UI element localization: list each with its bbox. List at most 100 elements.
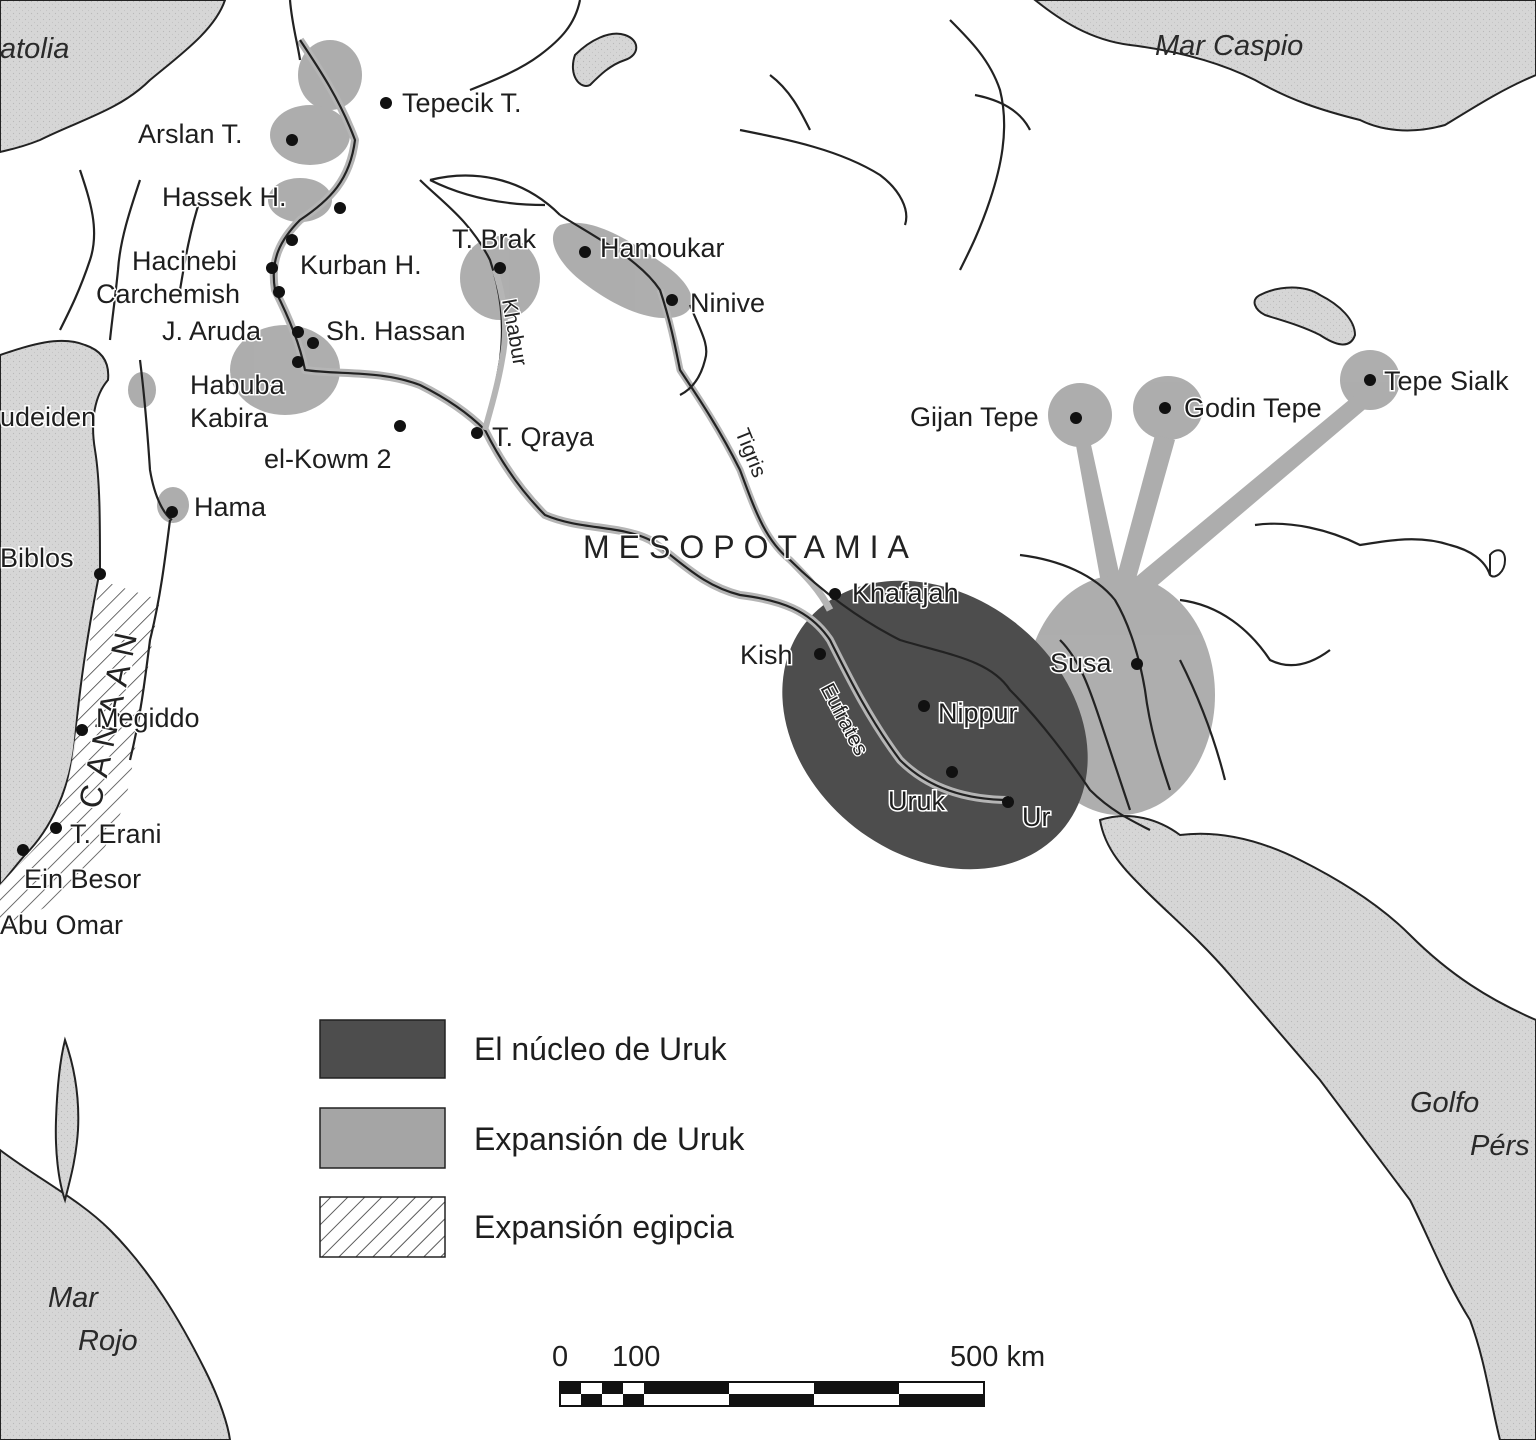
legend-swatch-core [319,1019,446,1079]
black-sea [0,0,227,154]
scale-segment [560,1382,581,1394]
north-river-1 [288,0,302,61]
expansion-rays [1075,395,1370,605]
site-label: udeiden [0,402,96,432]
site-dot [17,844,29,856]
euphrates-river [272,39,1011,802]
red-sea-label-1: Mar [48,1282,99,1314]
tigris-river [559,214,1151,831]
legend-swatch-expansion [319,1107,446,1169]
site-label: Ur [1022,802,1051,832]
scale-tick-label: 500 km [950,1341,1045,1373]
scale-segment [644,1382,729,1394]
gulf-label-1: Golfo [1410,1087,1479,1119]
lake-urmia [1253,286,1357,346]
caspian-label: Mar Caspio [1155,30,1303,62]
karkheh-river [1059,639,1132,811]
red-sea-label-2: Rojo [78,1325,138,1357]
site-dot [76,724,88,736]
iran-river-5 [1179,659,1227,781]
scale-segment [581,1394,602,1406]
iran-river-1 [949,19,1006,271]
legend-label: El núcleo de Uruk [474,1031,728,1067]
orontes-river [138,359,173,521]
gulf-label-2: Pérs [1470,1130,1530,1162]
site-dot [380,97,392,109]
sites: Tepecik T. Arslan T. Hassek H. Hacinebi … [0,87,1511,942]
site-label: Godin Tepe [1184,393,1322,423]
site-label: Hacinebi [132,246,237,276]
site-label: Ein Besor [24,864,141,894]
site-dot [266,262,278,274]
lake-van [571,32,638,87]
site-dot [579,246,591,258]
site-label: Uruk [888,786,946,816]
iran-river-3 [1254,522,1492,576]
site-label: Kabira [190,403,269,433]
site-dot [394,420,406,432]
expansion-small-1 [128,372,156,408]
site-label: Tepe Sialk [1384,366,1509,396]
site-dot [292,356,304,368]
levant-river-1 [59,169,96,331]
mediterranean-sea [0,339,110,887]
persian-gulf [1098,814,1536,1440]
egyptian-expansion-area [0,580,160,930]
scale-segment [602,1382,623,1394]
site-dot [1364,374,1376,386]
site-dot [1070,412,1082,424]
site-label: Kish [740,640,793,670]
site-dot [1159,402,1171,414]
site-dot [814,648,826,660]
site-dot [334,202,346,214]
site-dot [918,700,930,712]
site-dot [166,506,178,518]
site-label: Hama [194,492,267,522]
expansion-arslan-2 [270,105,350,165]
north-river-2 [469,0,582,92]
site-label: Habuba [190,370,286,400]
karun-river [1019,553,1172,791]
site-label: Nippur [938,698,1018,728]
site-dot [292,326,304,338]
site-dot [471,427,483,439]
site-label: Susa [1050,648,1113,678]
scale-segment [729,1394,814,1406]
site-label: Gijan Tepe [910,402,1039,432]
jordan-river [128,519,172,761]
site-label: T. Erani [70,819,162,849]
site-dot [286,134,298,146]
legend: El núcleo de Uruk Expansión de Uruk Expa… [319,1019,745,1258]
site-dot [94,568,106,580]
site-label: Hamoukar [600,233,725,263]
upper-tigris [429,174,561,216]
legend-label: Expansión de Uruk [474,1121,745,1157]
scale-tick-label: 0 [552,1341,568,1373]
scale-tick-label: 100 [612,1341,660,1373]
legend-swatch-egypt [319,1196,446,1258]
site-dot [286,234,298,246]
site-label: Tepecik T. [402,88,522,118]
site-label: Khafajah [852,578,959,608]
site-label: Megiddo [96,703,200,733]
khabur-river-casing [482,269,509,431]
caspian-sea [1033,0,1536,132]
kura-river [739,128,908,226]
levant-river-3 [178,199,202,291]
site-dot [307,337,319,349]
scale-segment [623,1394,644,1406]
rivers [59,0,1492,831]
scale-segment [814,1382,899,1394]
red-sea [0,1148,232,1440]
iran-river-2 [974,93,1031,131]
site-label: Kurban H. [300,250,422,280]
mesopotamia-label: MESOPOTAMIA [583,529,918,565]
site-label: Biblos [0,543,74,573]
site-dot [494,262,506,274]
legend-label: Expansión egipcia [474,1209,734,1245]
site-label: Arslan T. [138,119,243,149]
site-label: Hassek H. [162,182,287,212]
scale-segment [899,1394,984,1406]
site-label: T. Brak [452,224,537,254]
